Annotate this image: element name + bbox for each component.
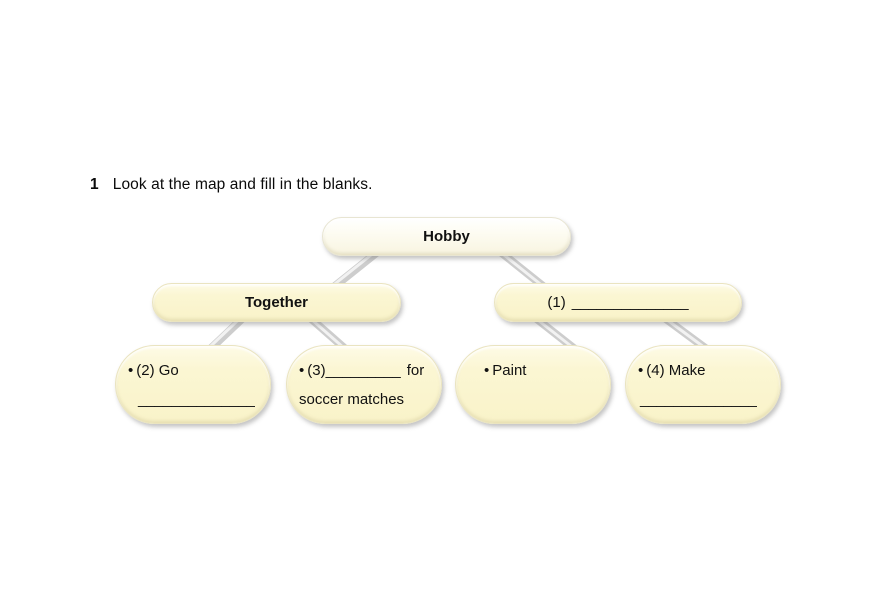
blank1-prefix: (1) [547,294,566,311]
blank4-fill-line: ______________ [640,391,757,408]
leaf-soccer-line1: •(3)_________ for [299,356,433,385]
leaf-make-line2: ______________ [638,385,772,414]
map-node-make: •(4) Make ______________ [625,345,781,424]
leaf-go-line1: •(2) Go [128,356,262,385]
leaf-go-text: (2) Go [136,362,179,379]
leaf-soccer-suffix: for [406,362,425,379]
blank3-fill-line: _________ [325,362,401,379]
leaf-make-line1: •(4) Make [638,356,772,385]
map-node-soccer: •(3)_________ for soccer matches [286,345,442,424]
leaf-soccer-prefix: (3) [307,362,326,379]
blank1-fill-line: ______________ [571,294,689,311]
map-node-go: •(2) Go ______________ [115,345,271,424]
leaf-make-text: (4) Make [646,362,706,379]
bullet-icon: • [484,362,490,379]
bullet-icon: • [299,362,305,379]
map-node-paint: •Paint [455,345,611,424]
exercise-heading: 1 Look at the map and fill in the blanks… [90,176,373,194]
blank2-fill-line: ______________ [138,391,255,408]
exercise-instruction: Look at the map and fill in the blanks. [112,176,373,193]
hobby-label: Hobby [423,228,470,245]
bullet-icon: • [638,362,644,379]
leaf-soccer-text2: soccer matches [299,391,405,408]
leaf-go-line2: ______________ [128,385,262,414]
exercise-number: 1 [90,176,99,193]
leaf-paint-line1: •Paint [484,356,602,385]
map-node-hobby: Hobby [322,217,571,256]
leaf-paint-text: Paint [492,362,527,379]
map-node-blank-1: (1) ______________ [494,283,742,322]
bullet-icon: • [128,362,134,379]
map-node-together: Together [152,283,401,322]
leaf-soccer-line2: soccer matches [299,385,433,414]
together-label: Together [244,294,309,311]
